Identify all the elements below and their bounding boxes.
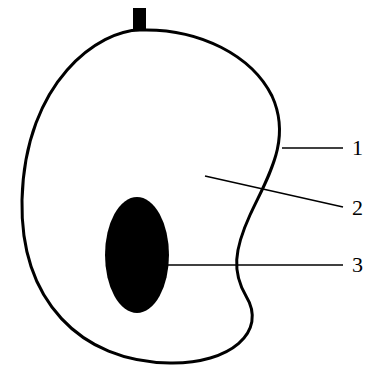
leader-line xyxy=(282,147,343,149)
cell-outline xyxy=(22,30,280,363)
nucleus xyxy=(105,197,169,313)
leader-line xyxy=(205,176,343,207)
callout-number: 3 xyxy=(352,253,363,277)
callout-number: 2 xyxy=(352,196,363,220)
leader-line xyxy=(168,264,343,266)
callout-number: 1 xyxy=(352,136,363,160)
